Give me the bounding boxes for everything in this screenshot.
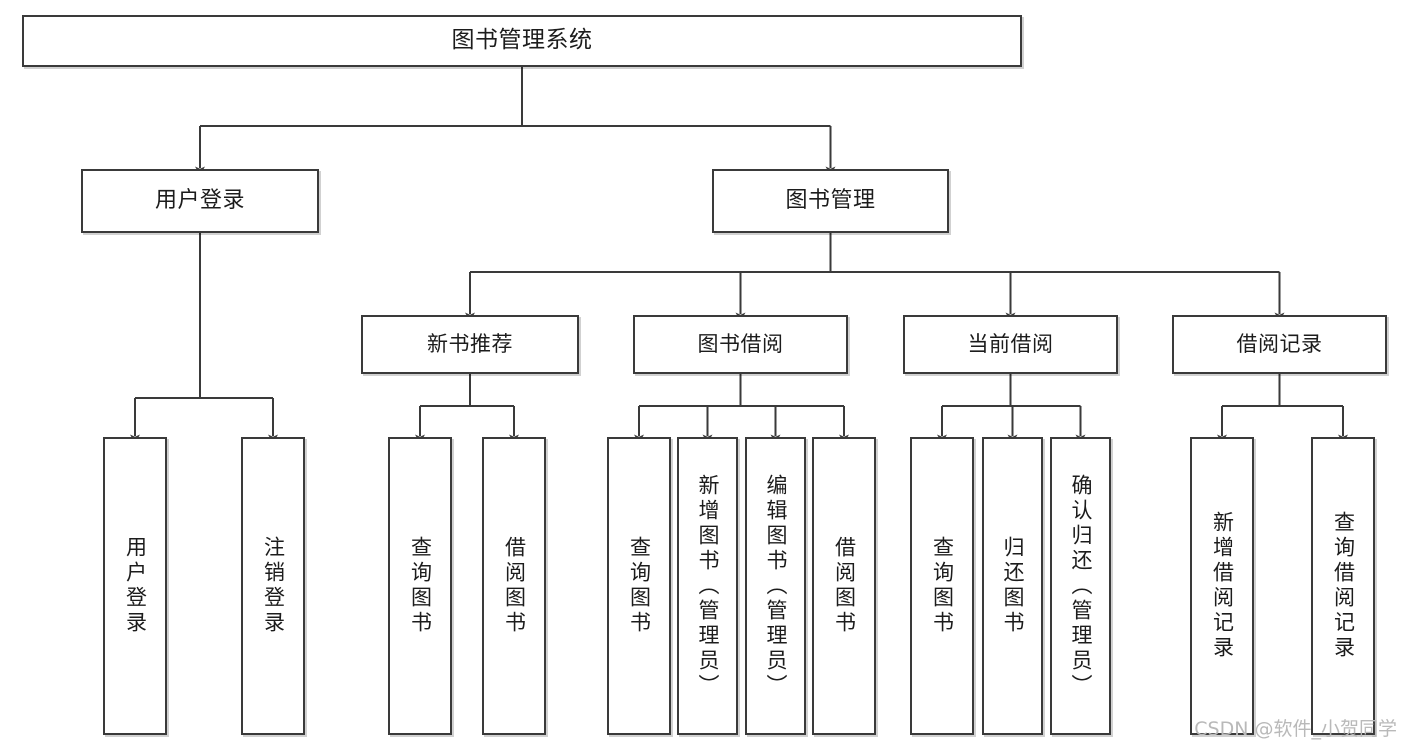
node-root[interactable]: 图书管理系统	[22, 15, 1022, 67]
node-label: 新增图书（管理员）	[696, 473, 720, 699]
node-newbook[interactable]: 新书推荐	[361, 315, 579, 374]
node-leaf-01[interactable]: 用户登录	[103, 437, 167, 735]
node-label: 新增借阅记录	[1210, 511, 1235, 661]
node-leaf-03[interactable]: 查询图书	[388, 437, 452, 735]
node-leaf-11[interactable]: 确认归还（管理员）	[1050, 437, 1111, 735]
node-label: 查询图书	[627, 536, 652, 636]
node-label: 查询图书	[930, 536, 955, 636]
node-label: 查询图书	[408, 536, 433, 636]
node-label: 用户登录	[123, 536, 148, 636]
node-label: 图书管理	[785, 187, 876, 213]
node-leaf-06[interactable]: 新增图书（管理员）	[677, 437, 738, 735]
node-bookmgmt[interactable]: 图书管理	[712, 169, 949, 233]
node-leaf-04[interactable]: 借阅图书	[482, 437, 546, 735]
node-label: 图书管理系统	[451, 27, 593, 54]
node-leaf-09[interactable]: 查询图书	[910, 437, 974, 735]
node-label: 编辑图书（管理员）	[764, 473, 788, 699]
node-label: 借阅图书	[832, 536, 857, 636]
node-records[interactable]: 借阅记录	[1172, 315, 1387, 374]
node-label: 查询借阅记录	[1331, 511, 1356, 661]
node-current[interactable]: 当前借阅	[903, 315, 1118, 374]
node-label: 新书推荐	[427, 331, 513, 356]
node-leaf-08[interactable]: 借阅图书	[812, 437, 876, 735]
node-leaf-05[interactable]: 查询图书	[607, 437, 671, 735]
node-label: 图书借阅	[697, 331, 784, 356]
node-borrow[interactable]: 图书借阅	[633, 315, 848, 374]
node-leaf-12[interactable]: 新增借阅记录	[1190, 437, 1254, 735]
node-leaf-13[interactable]: 查询借阅记录	[1311, 437, 1375, 735]
node-label: 确认归还（管理员）	[1069, 473, 1093, 699]
watermark: CSDN @软件_小贺同学	[1194, 718, 1397, 740]
node-leaf-07[interactable]: 编辑图书（管理员）	[745, 437, 806, 735]
node-label: 注销登录	[261, 536, 286, 636]
edge-paths	[130, 67, 1348, 444]
node-label: 归还图书	[1001, 536, 1025, 636]
node-label: 当前借阅	[967, 331, 1054, 356]
node-label: 用户登录	[154, 187, 245, 213]
node-leaf-02[interactable]: 注销登录	[241, 437, 305, 735]
node-label: 借阅图书	[502, 536, 527, 636]
node-leaf-10[interactable]: 归还图书	[982, 437, 1043, 735]
node-login[interactable]: 用户登录	[81, 169, 319, 233]
node-label: 借阅记录	[1236, 331, 1323, 356]
